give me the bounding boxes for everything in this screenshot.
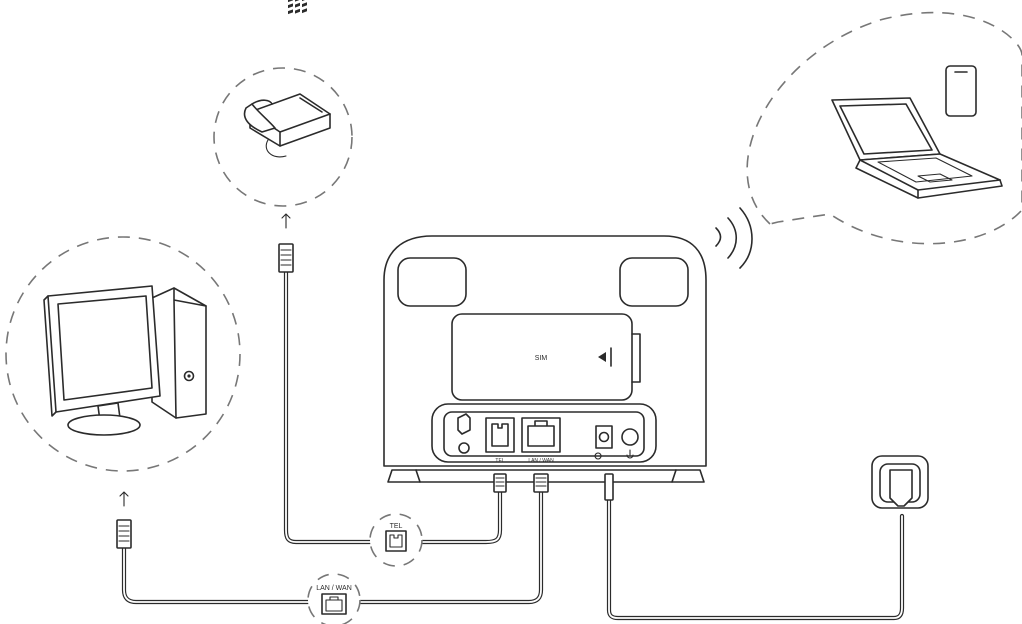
desktop-computer-icon [43, 285, 207, 436]
tel-badge: TEL [369, 513, 423, 567]
power-plug-icon [604, 473, 614, 501]
tel-port-label: TEL [495, 458, 504, 464]
computer-plug-icon [116, 519, 132, 549]
rj11-plug-icon [493, 473, 507, 493]
wifi-signal-icon [715, 207, 753, 269]
power-button-icon [621, 428, 639, 459]
router-icon: SIM TEL LAN / WAN [383, 235, 707, 483]
computer-bubble [5, 236, 241, 472]
sim-label: SIM [535, 355, 548, 362]
lan-wan-port-icon [521, 417, 561, 453]
wireless-devices-bubble [746, 11, 1022, 245]
power-jack-icon [594, 425, 615, 460]
lan-wan-badge: LAN / WAN [307, 573, 361, 624]
rj45-plug-icon [533, 473, 549, 493]
phone-plug-icon [278, 243, 294, 273]
laptop-icon [831, 97, 1003, 199]
arrow-up-icon [281, 213, 291, 229]
lan-wan-port-label: LAN / WAN [528, 458, 554, 464]
power-outlet-icon [871, 455, 929, 509]
tel-port-icon [485, 417, 515, 453]
power-cable [606, 475, 905, 621]
phone-bubble [213, 67, 353, 207]
tel-badge-label: TEL [390, 523, 403, 530]
lan-wan-badge-label: LAN / WAN [316, 585, 352, 592]
arrow-up-icon [119, 491, 129, 507]
telephone-icon [243, 0, 331, 158]
smartphone-icon [945, 65, 977, 117]
